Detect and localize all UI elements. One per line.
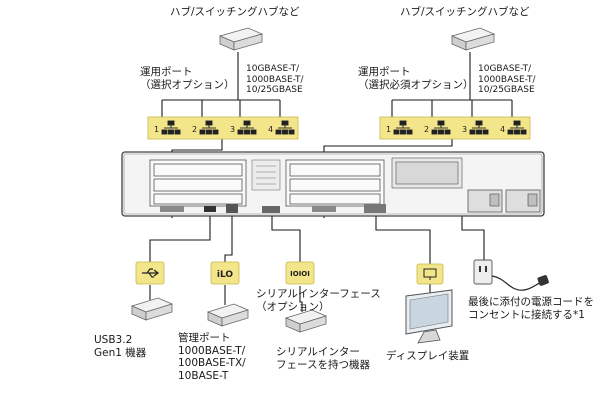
usb-device-icon	[130, 297, 174, 321]
server-chassis	[121, 151, 545, 217]
network-port-icon	[469, 120, 489, 135]
port-number-left-3: 3	[230, 125, 235, 134]
serial-device-label: シリアルインター フェースを持つ機器	[276, 346, 370, 371]
port-number-left-4: 4	[268, 125, 273, 134]
port-number-right-2: 2	[424, 125, 429, 134]
lom-ports-left[interactable]	[160, 206, 184, 212]
port-number-right-4: 4	[500, 125, 505, 134]
port-number-right-1: 1	[386, 125, 391, 134]
display-icon	[416, 263, 444, 285]
network-port-icon	[393, 120, 413, 135]
psu-2	[505, 189, 541, 213]
mgmt-device-icon	[206, 303, 250, 327]
psu-1	[467, 189, 503, 213]
hub-right-label: ハブ/スイッチングハブなど	[400, 6, 530, 18]
network-port-icon	[507, 120, 527, 135]
port-group-left-background	[147, 116, 299, 140]
speed-right-label: 10GBASE-T/ 1000BASE-T/ 10/25GBASE	[478, 64, 536, 95]
line-serial-device	[299, 286, 303, 312]
vga-port[interactable]	[364, 204, 386, 213]
port-number-left-2: 2	[192, 125, 197, 134]
serial-port-label: シリアルインターフェース （オプション）	[256, 288, 381, 313]
line-serial	[271, 214, 301, 262]
ilo-icon: iLO	[210, 261, 240, 285]
riser-middle	[285, 159, 385, 207]
usb-label: USB3.2 Gen1 機器	[94, 334, 147, 359]
speed-left-label: 10GBASE-T/ 1000BASE-T/ 10/25GBASE	[246, 64, 304, 95]
port-number-left-1: 1	[154, 125, 159, 134]
display-label: ディスプレイ装置	[386, 350, 470, 362]
rear-drive-bay	[391, 157, 463, 189]
network-port-icon	[237, 120, 257, 135]
line-usb	[149, 214, 211, 262]
line-mgmt	[224, 214, 233, 262]
port-right-label: 運用ポート （選択必須オプション）	[358, 66, 474, 91]
lom-ports-right[interactable]	[312, 206, 336, 212]
power-label: 最後に添付の電源コードを コンセントに接続する*1	[468, 296, 594, 321]
center-vent	[251, 159, 281, 191]
hub-left-icon	[218, 27, 264, 51]
hub-right-icon	[450, 27, 496, 51]
mgmt-lan-port[interactable]	[226, 204, 238, 213]
monitor-icon	[405, 289, 453, 344]
port-number-right-3: 3	[462, 125, 467, 134]
serial-icon: IOIOI	[285, 261, 315, 285]
line-display	[375, 214, 431, 264]
serial-device-icon	[284, 309, 328, 333]
ilo-icon-text: iLO	[217, 270, 233, 280]
usb-icon	[135, 261, 165, 285]
port-group-left: 1 2 3 4	[147, 116, 299, 140]
network-port-icon	[275, 120, 295, 135]
riser-left	[149, 159, 247, 207]
serial-icon-text: IOIOI	[290, 270, 310, 278]
network-port-icon	[161, 120, 181, 135]
power-cord-icon	[473, 259, 549, 291]
port-group-right: 1 2 3 4	[379, 116, 531, 140]
line-power	[461, 214, 485, 260]
serial-port[interactable]	[262, 206, 280, 213]
port-group-right-background	[379, 116, 531, 140]
mgmt-label: 管理ポート 1000BASE-T/ 100BASE-TX/ 10BASE-T	[178, 332, 246, 382]
hub-left-label: ハブ/スイッチングハブなど	[170, 6, 300, 18]
network-port-icon	[431, 120, 451, 135]
network-port-icon	[199, 120, 219, 135]
port-left-label: 運用ポート （選択オプション）	[140, 66, 235, 91]
usb-port[interactable]	[204, 206, 216, 212]
